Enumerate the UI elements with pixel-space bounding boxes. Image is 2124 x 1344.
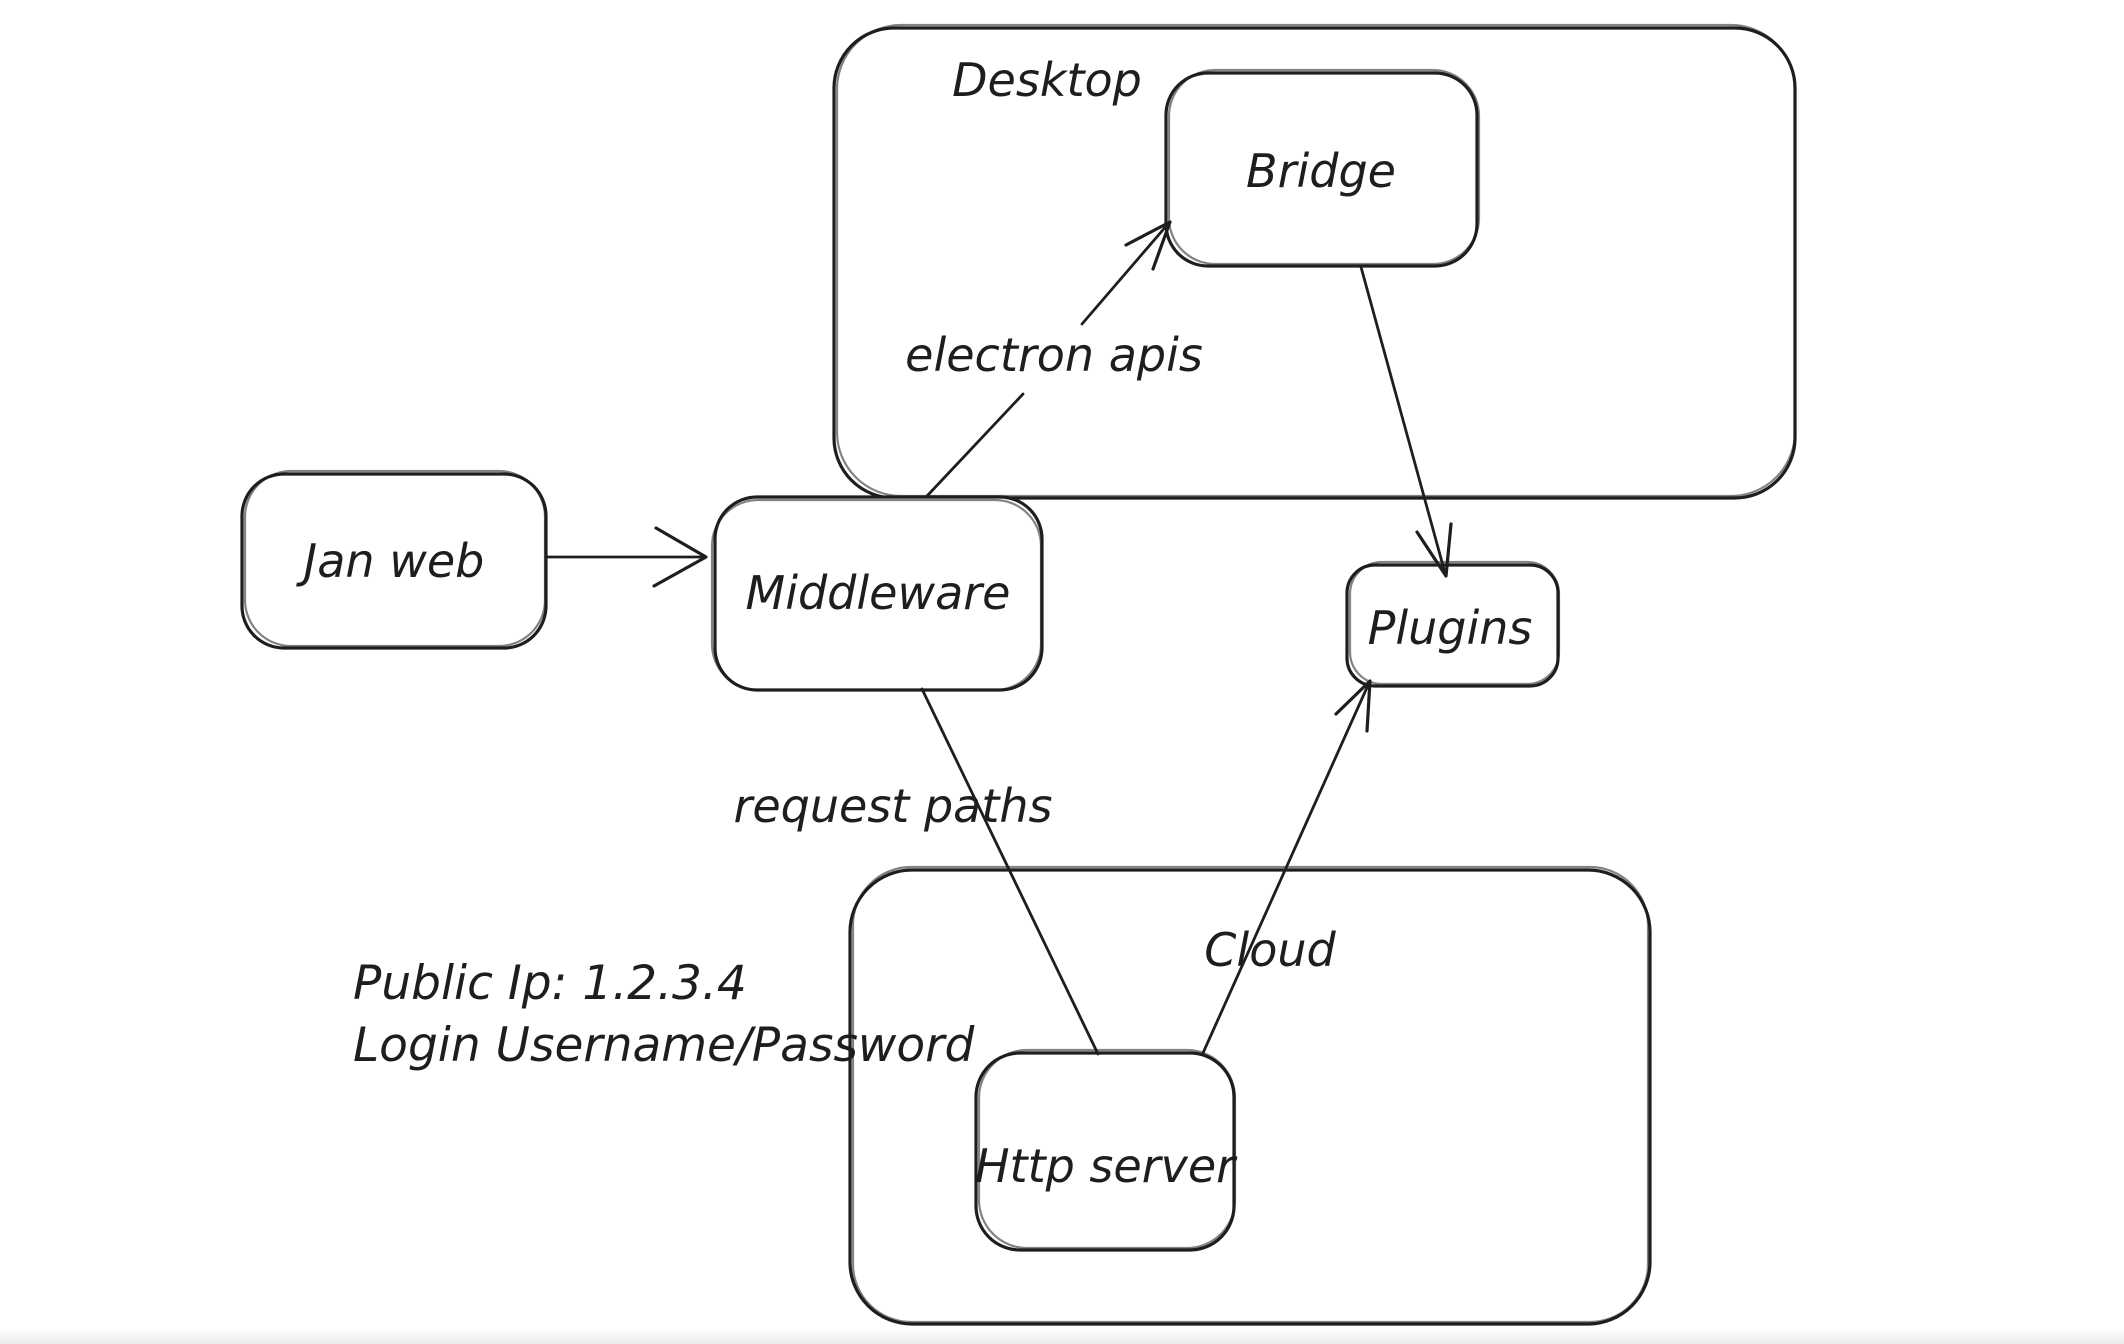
node-bridge[interactable] [1164, 68, 1481, 268]
bridge-to-plugins-line [1359, 265, 1447, 575]
note-credentials[interactable]: Public Ip: 1.2.3.4 Login Username/Passwo… [353, 956, 975, 1073]
middleware-to-http-server-line [920, 687, 1100, 1056]
login-note-line: Login Username/Password [353, 1018, 975, 1073]
bridge-box[interactable] [1164, 71, 1479, 268]
request-paths-edge-label: request paths [733, 779, 1052, 833]
edge-jan-web-to-middleware[interactable] [546, 526, 708, 588]
node-plugins[interactable] [1345, 560, 1561, 688]
jan-web-label: Jan web [296, 534, 485, 588]
jan-web-box-sketch-stroke [243, 469, 547, 648]
node-jan-web[interactable] [240, 469, 548, 650]
edge-http-server-to-plugins[interactable] [1201, 679, 1372, 1055]
http-server-to-plugins-arrowhead [1334, 679, 1372, 733]
bridge-box-sketch-stroke [1167, 68, 1481, 266]
group-cloud[interactable] [848, 865, 1652, 1326]
middleware-label: Middleware [746, 566, 1011, 620]
bridge-to-plugins-arrowhead [1415, 522, 1453, 578]
cloud-group-label: Cloud [1204, 923, 1336, 977]
http-server-to-plugins-line [1201, 681, 1371, 1055]
desktop-container-box-sketch-stroke [835, 23, 1797, 498]
middleware-to-bridge-line-upper [1080, 222, 1170, 326]
jan-web-to-middleware-arrowhead [652, 526, 708, 588]
plugins-box-sketch-stroke [1348, 560, 1561, 686]
public-ip-note-line: Public Ip: 1.2.3.4 [353, 956, 747, 1011]
desktop-group-label: Desktop [952, 53, 1142, 107]
http-server-box-sketch-stroke [977, 1048, 1237, 1250]
edge-middleware-to-http-server[interactable] [920, 687, 1100, 1056]
middleware-box-sketch-stroke [710, 498, 1043, 692]
bridge-label: Bridge [1246, 144, 1396, 198]
node-http-server[interactable] [974, 1048, 1237, 1252]
node-middleware[interactable] [710, 495, 1044, 692]
cloud-container-box-sketch-stroke [851, 865, 1650, 1324]
http-server-label: Http server [975, 1139, 1238, 1193]
edge-bridge-to-plugins[interactable] [1359, 265, 1453, 578]
middleware-to-bridge-line-lower [925, 392, 1025, 498]
middleware-to-bridge-arrowhead [1124, 220, 1172, 271]
edge-middleware-to-bridge[interactable] [925, 220, 1172, 498]
electron-apis-edge-label: electron apis [905, 328, 1203, 382]
plugins-label: Plugins [1368, 601, 1533, 655]
cloud-container-box[interactable] [848, 868, 1652, 1326]
group-desktop[interactable] [832, 23, 1797, 500]
